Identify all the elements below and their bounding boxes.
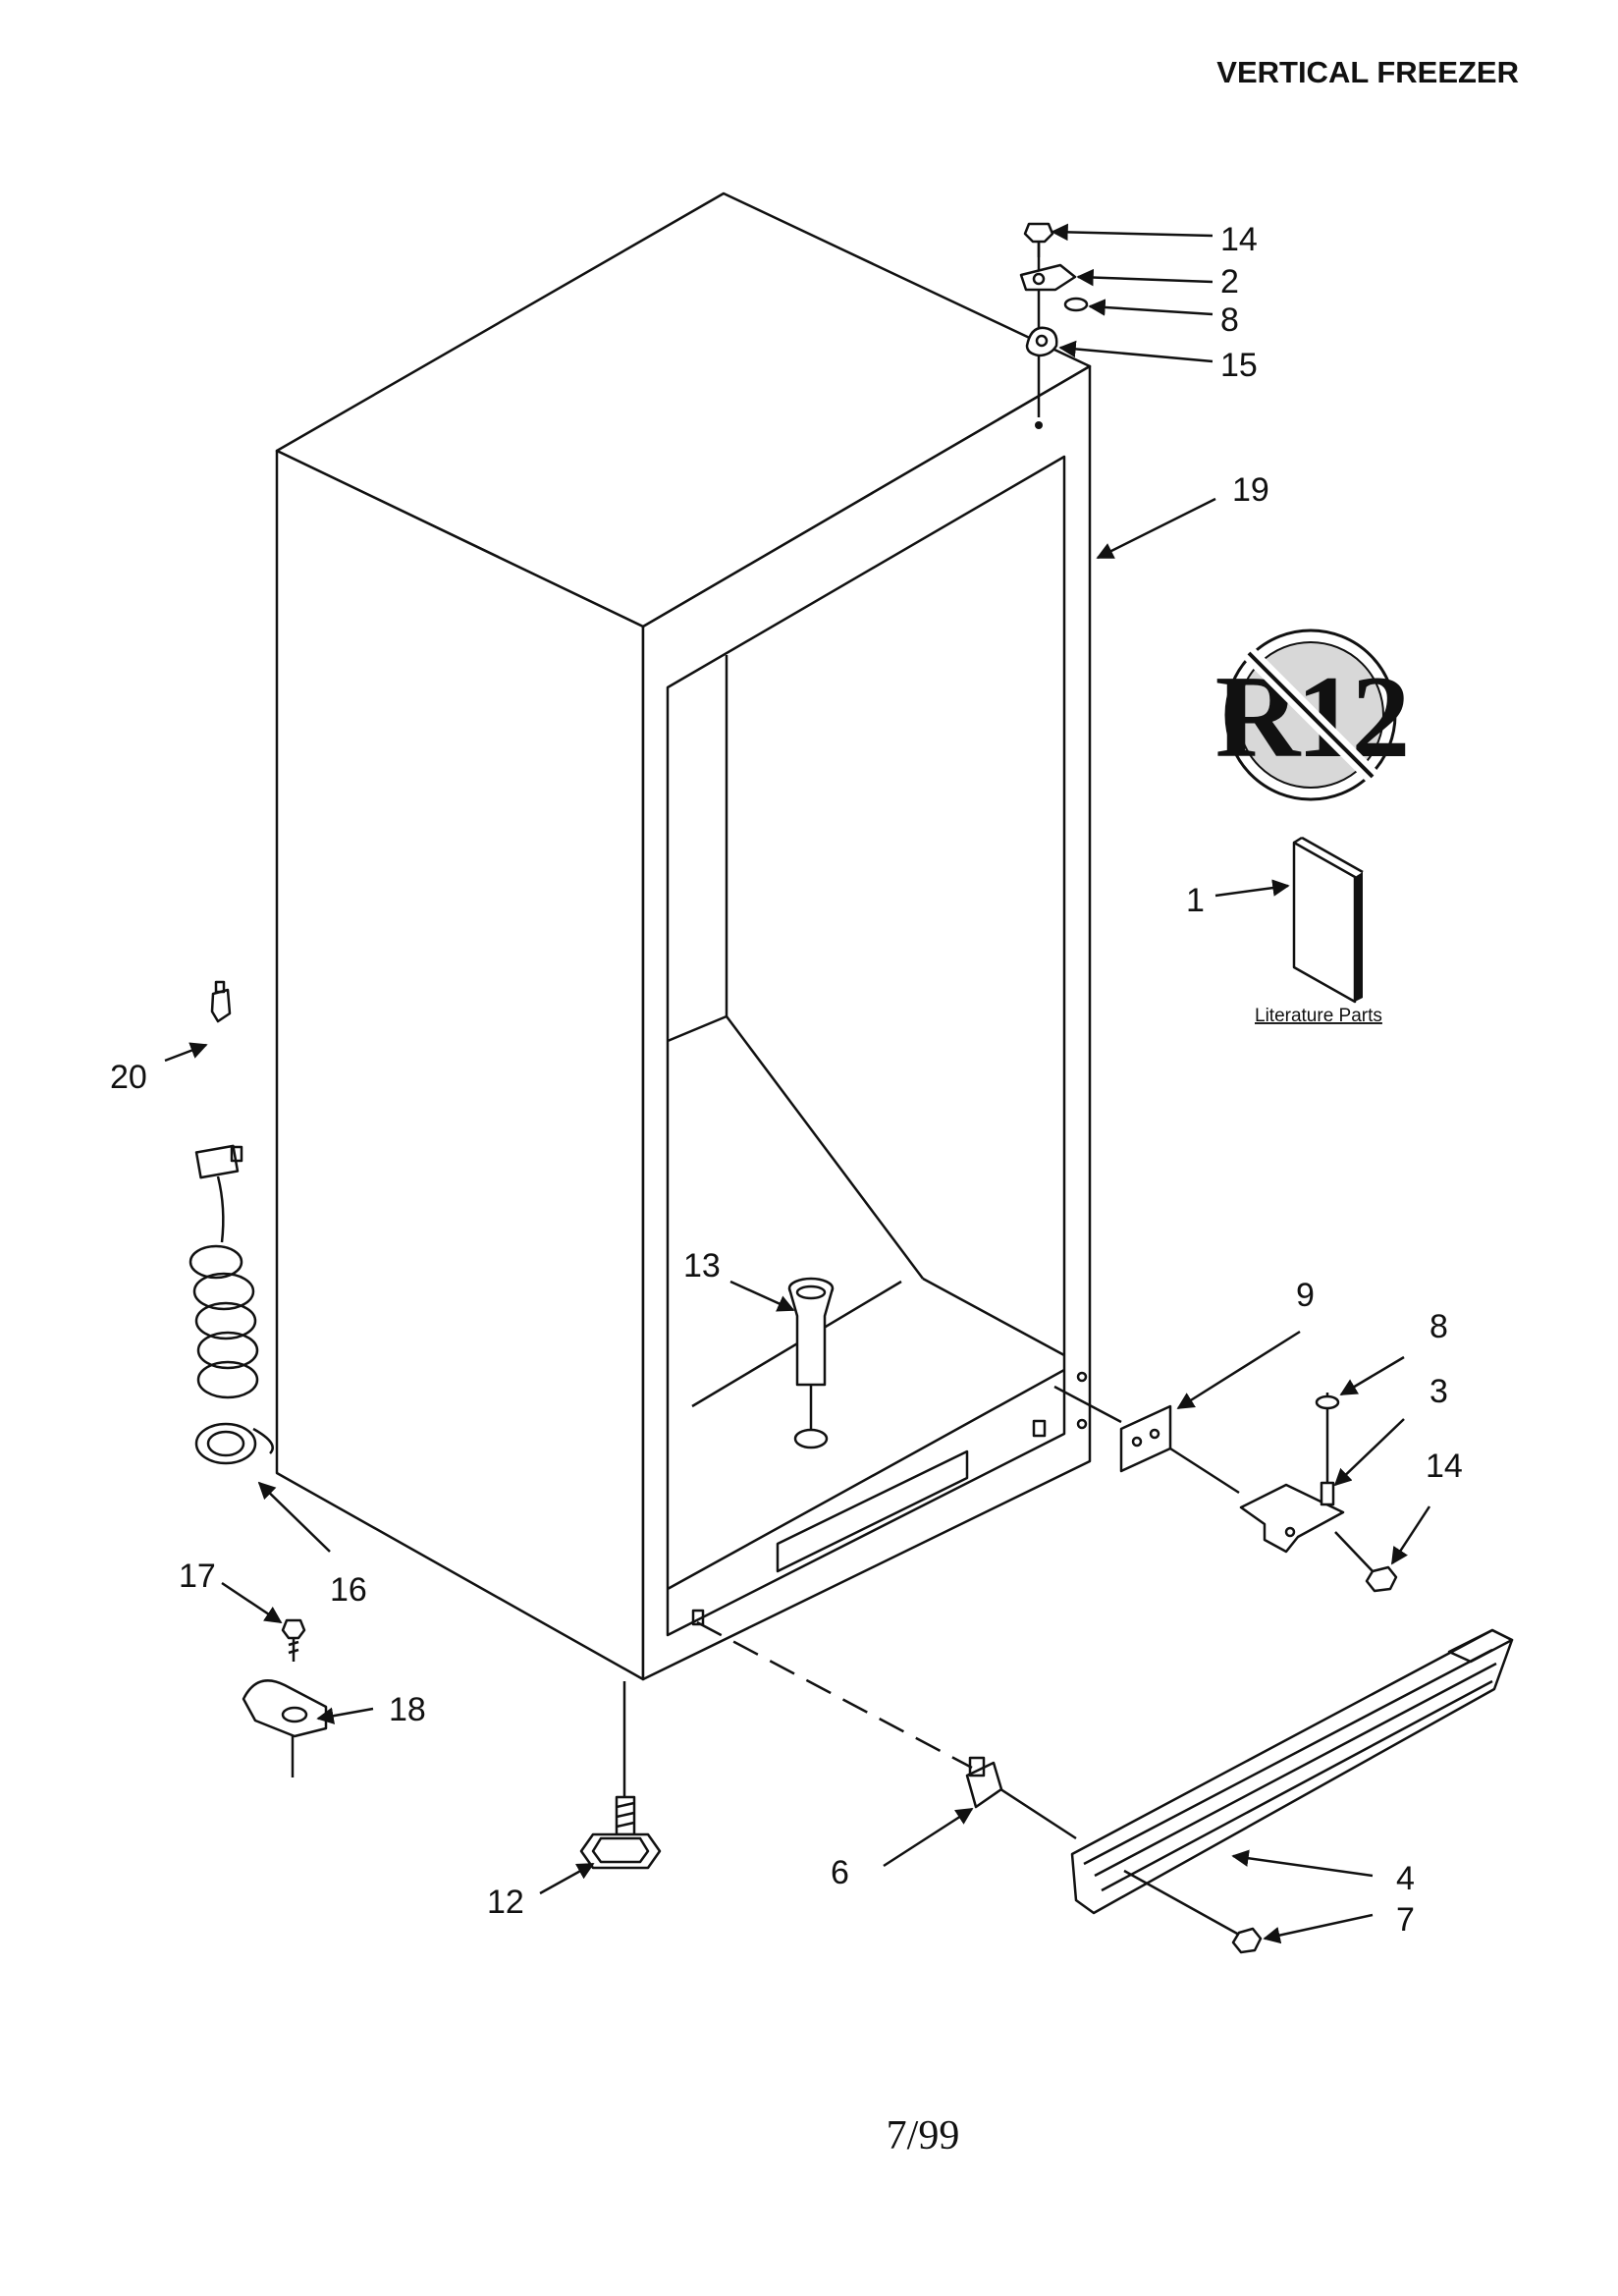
hinge-screw-14-top — [1023, 222, 1054, 244]
freezer-cabinet — [275, 191, 1092, 1681]
grille-clip-6 — [965, 1756, 1003, 1809]
callout-8-bottom: 8 — [1429, 1308, 1448, 1345]
callout-3: 3 — [1429, 1373, 1448, 1410]
literature-booklet — [1292, 836, 1364, 1004]
leveling-leg — [579, 1681, 662, 1870]
callout-labels: 14 2 8 15 19 1 20 13 9 8 3 14 17 16 18 1… — [110, 221, 1463, 1939]
washer-8-bottom — [1315, 1394, 1340, 1410]
top-hinge-assembly — [1019, 222, 1089, 417]
callout-4: 4 — [1396, 1860, 1415, 1897]
top-hinge-2 — [1019, 263, 1077, 292]
grille-screw-7 — [1231, 1927, 1263, 1954]
hinge-bushing-15 — [1025, 326, 1058, 357]
callout-16: 16 — [330, 1571, 367, 1609]
page-title: VERTICAL FREEZER — [1216, 55, 1519, 89]
callout-6: 6 — [831, 1854, 849, 1891]
base-grille — [1070, 1628, 1514, 1915]
callout-18: 18 — [389, 1691, 426, 1728]
callout-15: 15 — [1220, 347, 1258, 384]
callout-14-bottom: 14 — [1426, 1448, 1463, 1485]
part-17-screw — [281, 1618, 306, 1662]
drain-tube — [787, 1277, 835, 1449]
part-18-clamp — [242, 1679, 328, 1777]
callout-20: 20 — [110, 1059, 147, 1096]
callout-14-top: 14 — [1220, 221, 1258, 258]
hinge-shim-9 — [1119, 1404, 1172, 1473]
callout-7: 7 — [1396, 1901, 1415, 1939]
callout-8-top: 8 — [1220, 301, 1239, 339]
footer-date: 7/99 — [887, 2113, 960, 2159]
callout-13: 13 — [683, 1247, 721, 1285]
power-cord — [189, 1144, 274, 1465]
callout-9: 9 — [1296, 1277, 1315, 1314]
washer-8-top — [1063, 297, 1089, 312]
hinge-screw-14-bottom — [1365, 1565, 1398, 1593]
part-20-clip — [210, 980, 232, 1023]
callout-2: 2 — [1220, 263, 1239, 301]
callout-12: 12 — [487, 1884, 524, 1921]
callout-19: 19 — [1232, 471, 1269, 509]
bottom-hinge-3 — [1239, 1483, 1345, 1554]
bottom-hinge-assembly — [1053, 1385, 1398, 1593]
literature-parts-label: Literature Parts — [1255, 1006, 1382, 1026]
leader-lines — [164, 223, 1431, 1944]
callout-1: 1 — [1186, 882, 1205, 919]
callout-17: 17 — [179, 1558, 216, 1595]
no-r12-badge: R12 — [1215, 629, 1410, 801]
